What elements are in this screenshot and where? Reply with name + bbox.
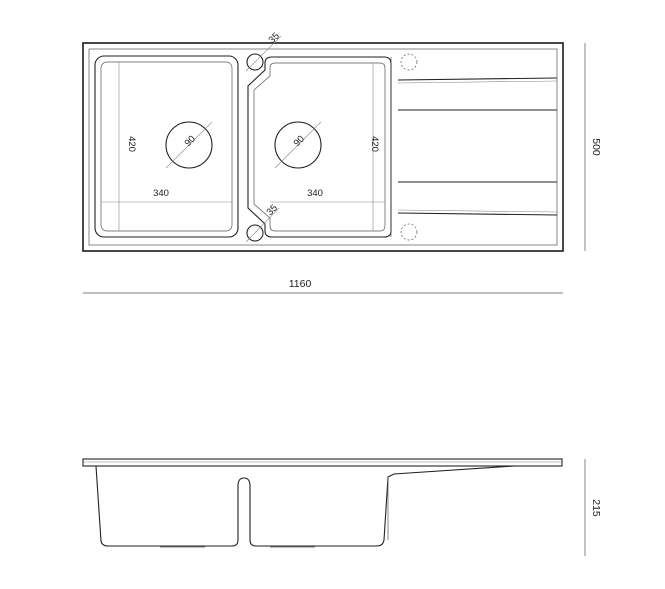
tap-hole-top <box>245 35 282 72</box>
height-label: 215 <box>590 499 602 517</box>
left-drain-diameter-label: 90 <box>183 134 198 149</box>
right-drain-diameter-label: 90 <box>292 134 307 149</box>
drainboard <box>390 57 558 237</box>
sink-outline <box>82 42 564 252</box>
right-bowl-depth-label: 420 <box>369 136 380 152</box>
tap-hole-bottom <box>245 207 280 243</box>
right-bowl-width-label: 340 <box>307 188 323 199</box>
side-left-bowl <box>95 465 251 547</box>
overall-width-label: 1160 <box>289 278 312 290</box>
left-bowl-width-label: 340 <box>153 188 169 199</box>
overall-depth-label: 500 <box>590 138 602 156</box>
left-bowl-depth-label: 420 <box>126 136 137 152</box>
side-top-slab <box>82 458 563 467</box>
sink-inner-rim <box>88 48 558 246</box>
side-right-bowl <box>249 465 515 547</box>
left-drain <box>165 121 213 169</box>
right-drain <box>274 121 322 169</box>
left-bowl <box>94 55 239 238</box>
optional-tap-hole-bottom <box>400 223 418 241</box>
top-view: 420 420 340 340 90 90 35 35 500 1160 <box>82 31 602 294</box>
side-view: 215 <box>82 458 602 556</box>
optional-tap-hole-top <box>400 53 418 71</box>
